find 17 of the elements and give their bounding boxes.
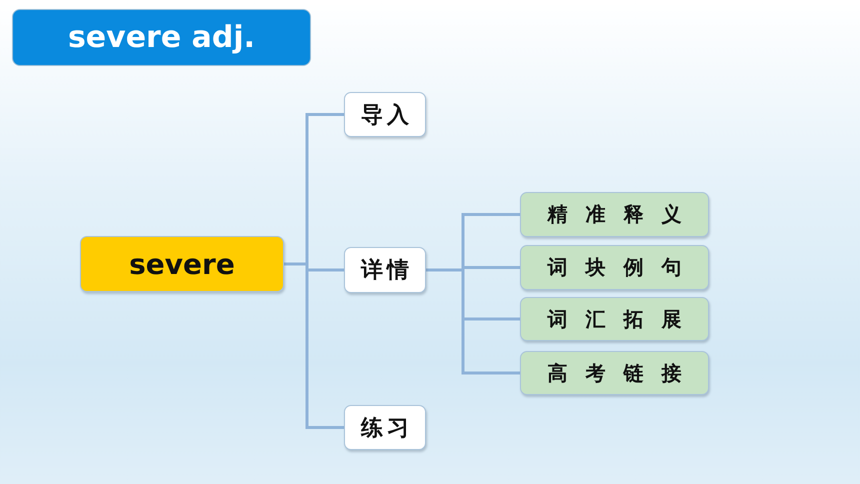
node-label: 词块例句 [548,254,700,281]
node-label: 精准释义 [548,201,700,228]
branch-box [520,192,709,237]
branch-box [344,405,426,450]
branch-box [520,245,709,290]
node-label: 详情 [361,257,413,285]
branch-box [520,351,709,395]
branch-box [520,297,709,341]
node-label: severe [129,248,235,280]
branch-box [344,92,426,137]
node-label: 高考链接 [548,360,700,386]
node-label: 导入 [361,102,413,130]
title-banner: severe adj. [12,9,311,66]
node-label: 练习 [361,414,413,442]
topic-box [80,236,284,292]
node-label: 词汇拓展 [548,306,700,332]
branch-box [344,247,426,293]
